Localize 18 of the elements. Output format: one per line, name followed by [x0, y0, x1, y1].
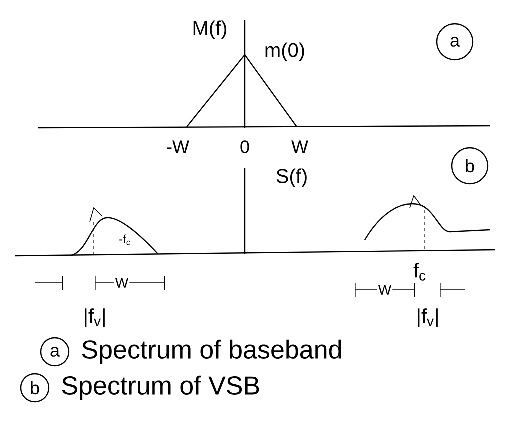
- circled-letter: b: [20, 373, 50, 403]
- axis-label: |f$_{v}$|: [82, 308, 108, 328]
- axis-label: -W: [166, 140, 190, 154]
- circled-letter: b: [451, 147, 489, 185]
- circled-letter: a: [436, 23, 474, 61]
- axis-label: |f$_{v}$|: [415, 308, 441, 328]
- axis-label: -f$_{c}$: [118, 234, 132, 246]
- axis-label: M(f): [191, 20, 229, 40]
- axis-label: W: [377, 284, 393, 296]
- axis-label: W: [290, 140, 310, 154]
- circled-letter: a: [40, 337, 70, 367]
- axis-label: W: [114, 277, 130, 289]
- axis-label: f$_{c}$: [412, 262, 428, 282]
- node-label: Spectrum of baseband: [82, 340, 342, 364]
- axis-label: m(0): [263, 42, 307, 62]
- axis-label: 0: [239, 140, 251, 154]
- axis-label: S(f): [274, 168, 310, 188]
- node-label: Spectrum of VSB: [62, 376, 260, 400]
